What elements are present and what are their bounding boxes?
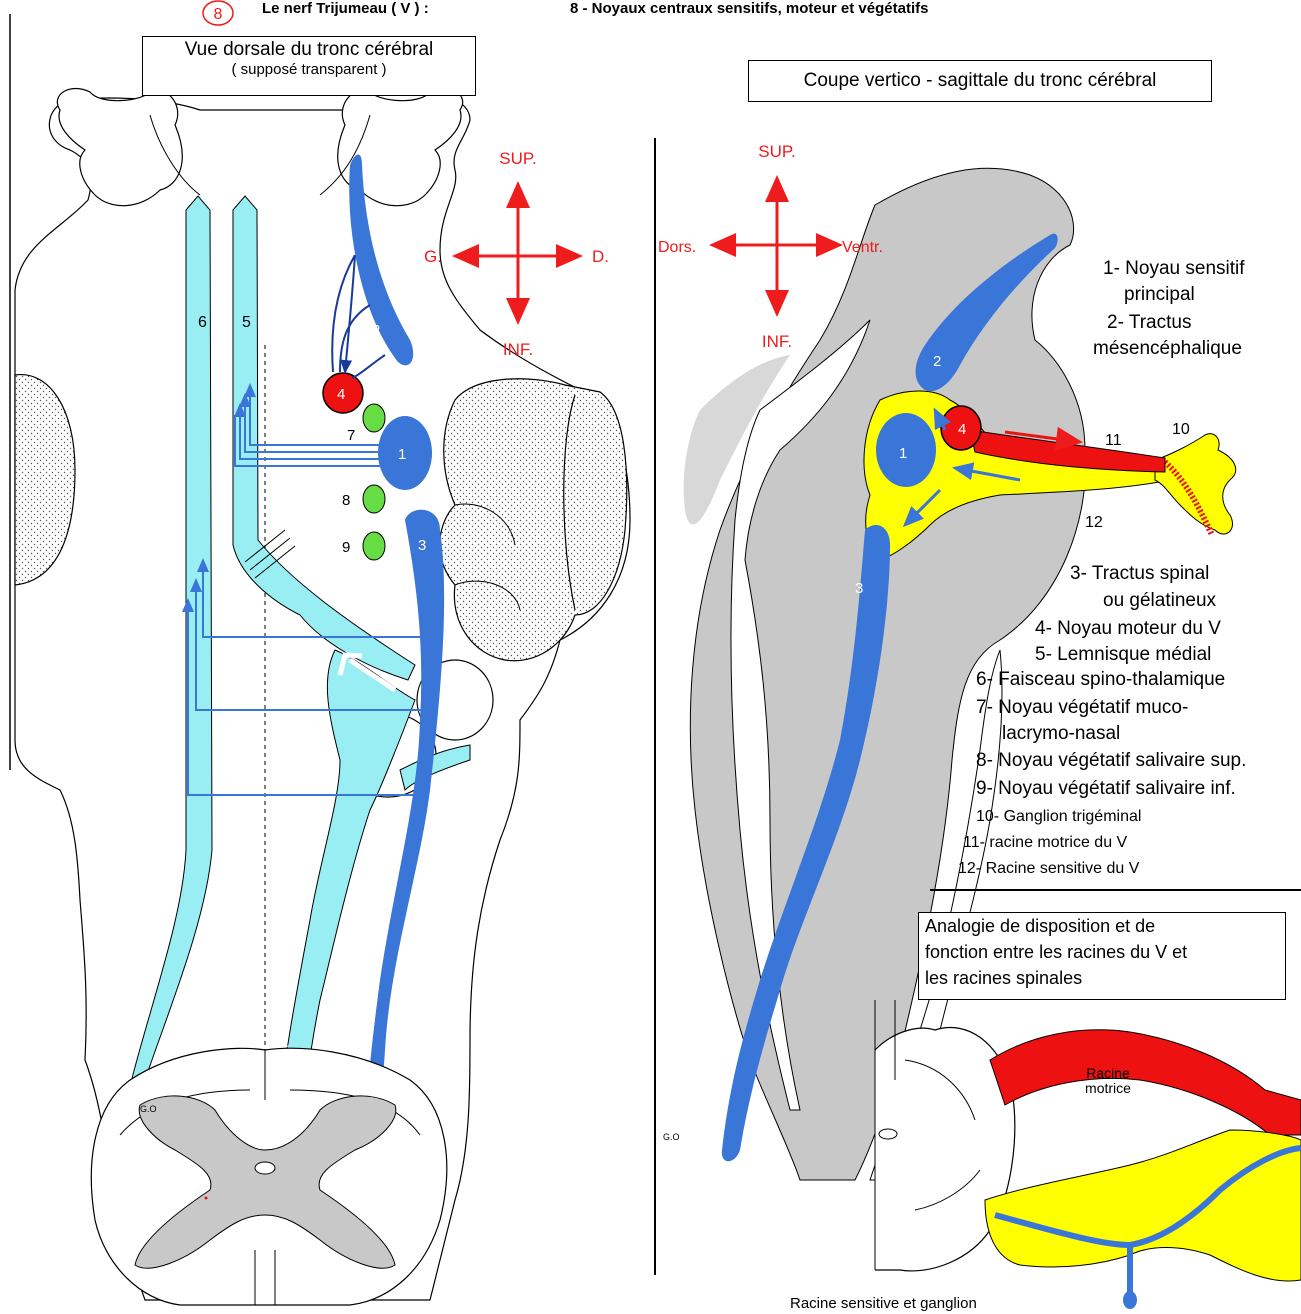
right-panel-title-box: Coupe vertico - sagittale du tronc céréb…: [748, 60, 1212, 102]
legend-item: 12- Racine sensitive du V: [958, 860, 1139, 878]
header: 8 Le nerf Trijumeau ( V ) : 8 - Noyaux c…: [203, 0, 928, 25]
right-axis-right: Ventr.: [842, 239, 883, 256]
analogy-title-line2: fonction entre les racines du V et: [925, 939, 1285, 965]
sagittal-label-4: 4: [958, 421, 966, 438]
left-axis-up: SUP.: [499, 149, 537, 168]
analogy-ganglion: [1123, 1291, 1137, 1309]
analogy-title-line1: Analogie de disposition et de: [925, 913, 1285, 939]
ganglion-yellow: [1155, 434, 1236, 534]
legend-item: 11- racine motrice du V: [963, 834, 1127, 852]
label-nucleus-3: 3: [418, 537, 426, 554]
right-axis-down: INF.: [762, 332, 792, 351]
nucleus-8-vegetative: [363, 485, 385, 513]
left-axis-down: INF.: [503, 340, 533, 359]
label-veg-8: 8: [342, 492, 350, 509]
legend-item: 3- Tractus spinal: [1070, 563, 1209, 585]
sagittal-label-3: 3: [855, 580, 863, 597]
pons-right: [440, 379, 627, 661]
legend-item: 4- Noyau moteur du V: [1035, 618, 1221, 640]
label-veg-7: 7: [347, 427, 355, 444]
label-nucleus-4: 4: [337, 386, 345, 403]
legend-item: ou gélatineux: [1103, 590, 1216, 612]
analogy-title-box: Analogie de disposition et de fonction e…: [918, 912, 1286, 1000]
analogy-motor-line2: motrice: [1085, 1080, 1131, 1096]
legend-item: lacrymo-nasal: [1002, 723, 1120, 745]
analogy-sensory-label: Racine sensitive et ganglion: [790, 1295, 977, 1312]
legend-item: 7- Noyau végétatif muco-: [976, 697, 1188, 719]
legend-item: mésencéphalique: [1093, 338, 1242, 360]
legend-item: 5- Lemnisque médial: [1035, 644, 1211, 666]
analogy-sensory-root: [985, 1130, 1301, 1281]
analogy-motor-root: [990, 1030, 1301, 1135]
right-axis-left: Dors.: [658, 239, 696, 256]
left-axis-left: G.: [424, 247, 442, 266]
legend-item: 9- Noyau végétatif salivaire inf.: [976, 778, 1236, 800]
nucleus-7-vegetative: [363, 404, 385, 432]
central-canal: [255, 1162, 275, 1174]
analogy-title-line3: les racines spinales: [925, 965, 1285, 991]
left-panel-title: Vue dorsale du tronc cérébral: [143, 39, 475, 61]
sagittal-label-2: 2: [933, 353, 941, 370]
right-panel-title: Coupe vertico - sagittale du tronc céréb…: [804, 70, 1157, 91]
label-nucleus-2: 2: [372, 322, 380, 339]
label-nucleus-1: 1: [398, 446, 406, 463]
legend-item: 8- Noyau végétatif salivaire sup.: [976, 750, 1246, 772]
analogy-canal: [879, 1129, 897, 1139]
header-subtitle: 8 - Noyaux centraux sensitifs, moteur et…: [570, 0, 928, 17]
root-label-10: 10: [1172, 421, 1190, 438]
left-go-label: G.O: [140, 1104, 157, 1114]
legend-item: 1- Noyau sensitif: [1103, 258, 1245, 280]
left-panel-title-box: Vue dorsale du tronc cérébral ( supposé …: [142, 36, 476, 96]
header-title: Le nerf Trijumeau ( V ) :: [262, 0, 429, 17]
label-tract-5: 5: [242, 314, 251, 331]
right-go-label: G.O: [663, 1132, 680, 1142]
label-tract-6: 6: [198, 314, 207, 331]
red-dot: [205, 1197, 208, 1200]
left-axis-right: D.: [592, 247, 609, 266]
analogy-motor-line1: Racine: [1086, 1065, 1130, 1081]
legend-item: 2- Tractus: [1107, 312, 1191, 334]
plate-number: 8: [214, 6, 223, 23]
right-axis-up: SUP.: [758, 142, 796, 161]
legend-item: 10- Ganglion trigéminal: [976, 808, 1141, 826]
nucleus-9-vegetative: [363, 532, 385, 560]
left-panel-subtitle: ( supposé transparent ): [143, 61, 475, 78]
root-label-11: 11: [1105, 432, 1122, 449]
left-panel: G.O 6 5 1 2 3 4 7 8 9 SUP. INF. G. D.: [10, 14, 630, 1305]
root-label-12: 12: [1085, 514, 1103, 531]
label-veg-9: 9: [342, 539, 350, 556]
legend-item: principal: [1124, 284, 1195, 306]
right-panel: 1 2 3 4 10 11 12 G.O SUP. INF. Dors. Ven…: [655, 138, 1301, 1312]
sagittal-label-1: 1: [899, 445, 907, 462]
legend-item: 6- Faisceau spino-thalamique: [976, 669, 1225, 691]
